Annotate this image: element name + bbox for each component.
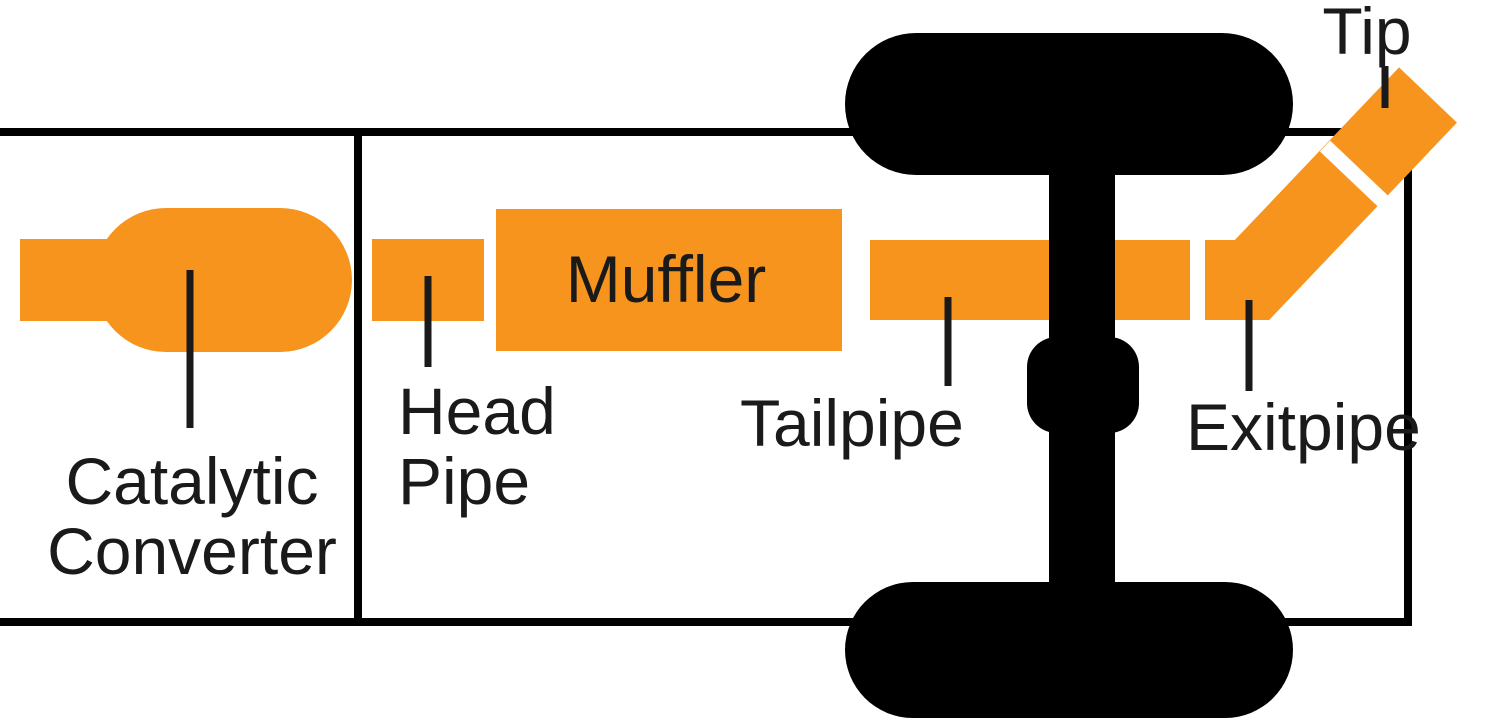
- axle-assembly: [845, 33, 1293, 718]
- exhaust-system: [20, 67, 1457, 352]
- catalytic-converter-label-line2: Converter: [47, 514, 337, 588]
- tailpipe-shape: [870, 240, 1190, 320]
- head-pipe-label-line1: Head: [398, 374, 556, 448]
- exitpipe-label: Exitpipe: [1186, 390, 1421, 464]
- tailpipe-label: Tailpipe: [740, 386, 964, 460]
- exitpipe-and-tip-shape: [1205, 67, 1457, 320]
- muffler-shape: [496, 209, 842, 351]
- tip-label: Tip: [1322, 0, 1411, 68]
- pointer-lines: [186, 66, 1389, 428]
- frame-outline: [0, 128, 1412, 626]
- head-pipe-label-line2: Pipe: [398, 444, 530, 518]
- labels: Tip Muffler Head Pipe Tailpipe Exitpipe …: [47, 0, 1421, 588]
- differential: [1027, 337, 1139, 433]
- tip-joint-gap: [1319, 140, 1392, 210]
- bottom-wheel: [845, 582, 1293, 718]
- catalytic-converter-shape: [94, 208, 352, 352]
- catalytic-converter-label-line1: Catalytic: [65, 444, 318, 518]
- muffler-label: Muffler: [566, 242, 767, 316]
- vehicle-frame: [0, 128, 1412, 626]
